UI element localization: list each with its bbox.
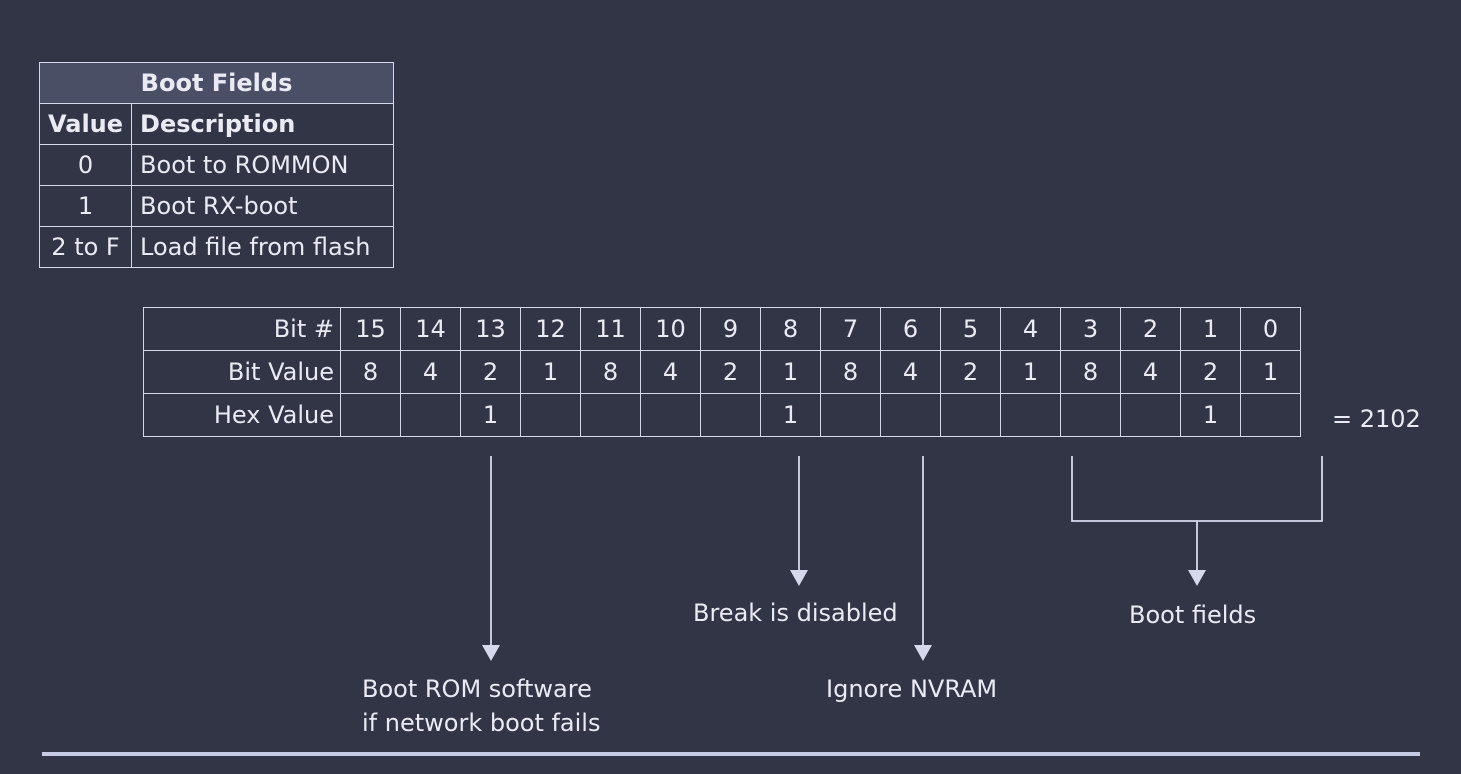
boot-fields-title: Boot Fields	[38, 62, 395, 104]
boot-field-row: 1 Boot RX-boot	[38, 185, 395, 227]
register-cell	[1240, 393, 1301, 437]
bit13-arrowhead	[482, 645, 500, 661]
boot-field-value: 0	[38, 144, 133, 186]
bit6-arrowhead	[914, 645, 932, 661]
register-cell: 7	[820, 307, 881, 351]
register-cell	[700, 393, 761, 437]
register-cell: 0	[1240, 307, 1301, 351]
register-row-label: Bit Value	[143, 350, 341, 394]
register-cell	[1000, 393, 1061, 437]
boot-fields-bracket	[1071, 456, 1323, 522]
boot-field-value: 2 to F	[38, 226, 133, 268]
register-cell: 9	[700, 307, 761, 351]
register-cell: 14	[400, 307, 461, 351]
boot-field-description: Boot RX-boot	[131, 185, 395, 227]
register-cell: 1	[1000, 350, 1061, 394]
register-row-label: Hex Value	[143, 393, 341, 437]
boot-fields-arrowhead	[1188, 570, 1206, 586]
register-cell: 1	[1180, 307, 1241, 351]
bit8-arrowhead	[790, 570, 808, 586]
register-cell	[820, 393, 881, 437]
description-header: Description	[131, 103, 395, 145]
boot-fields-annotation: Boot fields	[1129, 601, 1257, 629]
boot-field-description: Load file from flash	[131, 226, 395, 268]
register-cell: 12	[520, 307, 581, 351]
register-cell: 11	[580, 307, 641, 351]
register-cell: 6	[880, 307, 941, 351]
boot-field-row: 2 to F Load file from flash	[38, 226, 395, 268]
boot-field-description: Boot to ROMMON	[131, 144, 395, 186]
ignore-nvram-annotation: Ignore NVRAM	[826, 675, 998, 703]
register-result: = 2102	[1332, 405, 1421, 433]
register-cell: 8	[760, 307, 821, 351]
register-cell: 1	[460, 393, 521, 437]
register-cell: 13	[460, 307, 521, 351]
register-cell: 8	[580, 350, 641, 394]
register-cell: 2	[1120, 307, 1181, 351]
register-cell: 2	[700, 350, 761, 394]
boot-rom-annotation-line1: Boot ROM software	[362, 675, 592, 703]
boot-fields-table: Boot Fields Value Description 0 Boot to …	[38, 62, 395, 268]
break-disabled-annotation: Break is disabled	[693, 599, 898, 627]
boot-rom-annotation: Boot ROM software if network boot fails	[362, 672, 600, 740]
register-row-label: Bit #	[143, 307, 341, 351]
register-cell	[1120, 393, 1181, 437]
register-cell	[1060, 393, 1121, 437]
footer-divider	[42, 752, 1420, 756]
register-cell: 10	[640, 307, 701, 351]
register-cell: 1	[760, 350, 821, 394]
register-cell: 8	[820, 350, 881, 394]
register-cell: 8	[1060, 350, 1121, 394]
register-cell: 1	[1240, 350, 1301, 394]
register-cell	[580, 393, 641, 437]
register-cell	[520, 393, 581, 437]
register-cell: 4	[1120, 350, 1181, 394]
register-cell: 1	[520, 350, 581, 394]
register-cell	[880, 393, 941, 437]
boot-rom-annotation-line2: if network boot fails	[362, 709, 601, 737]
register-cell: 1	[760, 393, 821, 437]
register-cell: 4	[880, 350, 941, 394]
boot-field-row: 0 Boot to ROMMON	[38, 144, 395, 186]
